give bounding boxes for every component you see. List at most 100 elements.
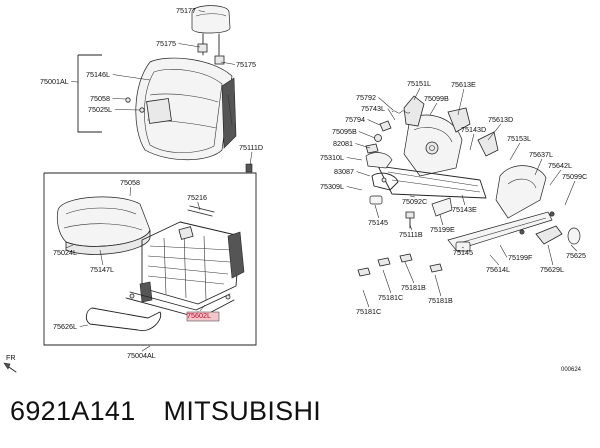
callout-75095B: 75095B: [332, 127, 357, 136]
callout-75145a: 75145: [368, 218, 388, 227]
callout-75613E: 75613E: [451, 80, 476, 89]
headrest: [191, 5, 231, 56]
leader-75216: [197, 201, 201, 211]
leader-75309L: [346, 186, 363, 191]
callout-82081: 82081: [333, 139, 353, 148]
leader-75004AL: [141, 345, 151, 352]
callout-75153L: 75153L: [507, 134, 531, 143]
callout-75181C: 75181C: [378, 293, 403, 302]
caption: 6921A141 MITSUBISHI: [10, 396, 321, 427]
callout-75145b: 75145: [453, 248, 473, 257]
callout-75146L: 75146L: [86, 70, 110, 79]
seat-back-cushion: [135, 57, 237, 161]
callout-75147L: 75147L: [90, 265, 114, 274]
callout-75099B: 75099B: [424, 94, 449, 103]
leader-75613E: [457, 88, 465, 116]
part-number: 6921A141: [10, 396, 136, 426]
leader-75146L: [112, 74, 151, 81]
leader-75199E: [439, 214, 444, 226]
callout-75199E: 75199E: [430, 225, 455, 234]
leader-75058a: [112, 98, 127, 100]
callout-75143D: 75143D: [461, 125, 486, 134]
recliner-mechanism: [377, 95, 581, 251]
leader-75181Bb: [434, 274, 442, 297]
leader-75058b: [129, 186, 132, 197]
callout-75637L: 75637L: [529, 150, 553, 159]
leader-75613D: [487, 123, 502, 141]
leader-75614L: [489, 254, 500, 266]
callout-75004AL: 75004AL: [127, 351, 156, 360]
callout-75099C: 75099C: [562, 172, 587, 181]
headrest-guides: [197, 43, 225, 65]
part-callouts: 75177751757517575001AL75146L7505875025L7…: [40, 6, 587, 360]
leader-75625: [570, 244, 577, 252]
callout-75151L: 75151L: [407, 79, 431, 88]
diagram-code: 000624: [561, 367, 582, 373]
leader-75310L: [346, 157, 363, 161]
callout-75177: 75177: [176, 6, 196, 15]
callout-75642L: 75642L: [548, 161, 572, 170]
leader-75001AL: [71, 81, 79, 83]
leader-75145a: [374, 204, 380, 219]
callout-75216: 75216: [187, 193, 207, 202]
callout-75111D: 75111D: [239, 143, 263, 152]
brand-name: MITSUBISHI: [163, 396, 322, 426]
callout-75175a: 75175: [156, 39, 176, 48]
leader-lines: [65, 10, 577, 352]
leader-75637L: [534, 158, 543, 176]
leader-75629L: [547, 244, 554, 266]
callout-75626L: 75626L: [53, 322, 77, 331]
callout-75794: 75794: [345, 115, 365, 124]
leader-75025L: [114, 109, 141, 111]
leader-75181C: [382, 269, 392, 294]
seat-back-group-frame: [77, 54, 102, 133]
leader-75175a: [178, 43, 201, 48]
callout-75614L: 75614L: [486, 265, 510, 274]
callout-75175b: 75175: [236, 60, 256, 69]
callout-75743L: 75743L: [361, 104, 385, 113]
leader-75602L: [199, 304, 206, 312]
callout-75181Cb: 75181C: [356, 307, 381, 316]
direction-label: FR: [6, 353, 16, 362]
seat-wire-bar: [85, 307, 162, 332]
leader-83087: [356, 171, 371, 177]
leader-75147L: [99, 249, 104, 266]
callout-75001AL: 75001AL: [40, 77, 69, 86]
leader-75743L: [387, 108, 396, 121]
callout-75792: 75792: [356, 93, 376, 102]
highlight-75602L: [186, 311, 220, 322]
leader-75099C: [564, 180, 576, 206]
callout-75181Bb: 75181B: [428, 296, 453, 305]
leader-75181Cb: [362, 289, 370, 308]
leader-75792: [378, 97, 394, 111]
leader-75111B: [409, 224, 413, 231]
callout-75058b: 75058: [120, 178, 140, 187]
leader-75024L: [65, 244, 74, 249]
callout-75143E: 75143E: [452, 205, 477, 214]
leader-75143D: [469, 133, 475, 151]
seat-cushion-frame: [139, 205, 245, 305]
callout-75181Ba: 75181B: [401, 283, 426, 292]
front-direction-arrow: [3, 362, 17, 373]
leader-75175b: [220, 61, 236, 65]
leader-75642L: [549, 169, 562, 186]
leader-82081: [355, 143, 371, 149]
leader-75794: [367, 119, 381, 126]
leader-75099B: [429, 102, 438, 116]
leader-75181Ba: [404, 261, 415, 284]
callout-75092C: 75092C: [402, 197, 427, 206]
leader-75626L: [79, 324, 89, 327]
leader-75111D: [249, 151, 253, 166]
callout-75602L: 75602L: [187, 311, 211, 320]
recliner-small-parts: [357, 110, 471, 277]
leader-75143E: [461, 194, 466, 206]
callout-75111B: 75111B: [399, 230, 423, 239]
leader-75199F: [499, 244, 508, 258]
callout-75625: 75625: [566, 251, 586, 260]
leader-75177: [198, 10, 206, 13]
leader-75092C: [409, 195, 415, 198]
seat-cushion-pad: [56, 196, 151, 255]
callout-83087: 83087: [334, 167, 354, 176]
